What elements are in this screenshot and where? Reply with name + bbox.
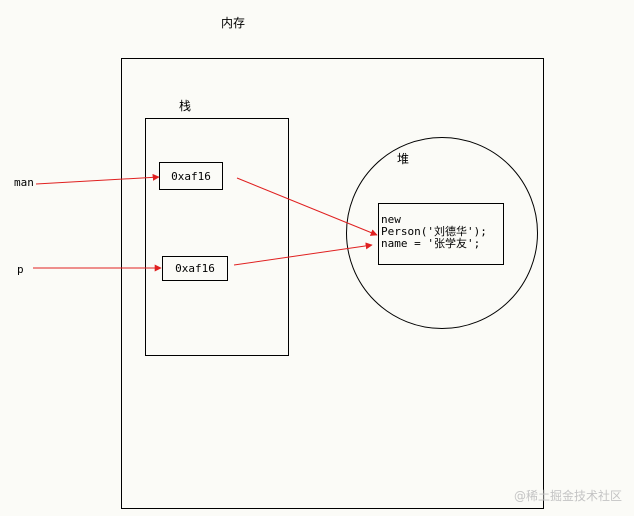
stack-label: 栈 bbox=[179, 99, 192, 113]
memory-region bbox=[121, 58, 544, 509]
stack-address-p: 0xaf16 bbox=[162, 256, 228, 281]
heap-object-line: Person('刘德华'); bbox=[381, 225, 487, 238]
stack-region bbox=[145, 118, 289, 356]
variable-p-label: p bbox=[17, 263, 24, 276]
stack-address-man-text: 0xaf16 bbox=[171, 169, 211, 183]
heap-object-line: new bbox=[381, 213, 401, 226]
heap-object-line: name = '张学友'; bbox=[381, 237, 481, 250]
arrow-man-to-stack bbox=[35, 173, 160, 185]
stack-address-p-text: 0xaf16 bbox=[175, 262, 215, 275]
heap-object: new Person('刘德华'); name = '张学友'; bbox=[378, 203, 504, 265]
heap-label: 堆 bbox=[397, 152, 410, 166]
memory-label: 内存 bbox=[221, 16, 246, 30]
arrow-stack-p-to-heap bbox=[233, 242, 373, 266]
watermark: @稀土掘金技术社区 bbox=[513, 489, 622, 503]
heap-region bbox=[346, 137, 538, 329]
arrow-stack-man-to-heap bbox=[236, 177, 378, 236]
variable-man-label: man bbox=[14, 176, 34, 189]
